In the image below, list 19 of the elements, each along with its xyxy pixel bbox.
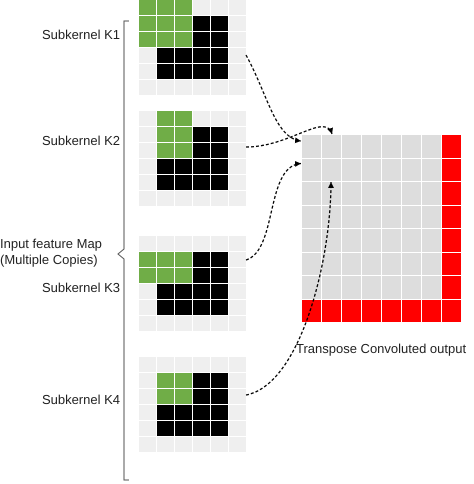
grid-caption: Subkernel K2 <box>42 133 120 148</box>
arrow <box>246 126 333 148</box>
arrow <box>246 162 302 261</box>
bracket-label: Input feature Map (Multiple Copies) <box>0 236 103 268</box>
input-grid <box>139 236 246 331</box>
grid-caption: Subkernel K3 <box>42 280 120 295</box>
input-grid <box>139 111 246 206</box>
grid-caption: Transpose Convoluted output <box>296 341 466 356</box>
grid-caption: Subkernel K1 <box>42 27 120 42</box>
arrow <box>246 182 334 396</box>
input-grid <box>139 0 246 95</box>
grid-cell <box>322 158 341 181</box>
grid-cell <box>302 158 321 181</box>
arrow <box>245 54 302 142</box>
grid-caption: Subkernel K4 <box>42 392 120 407</box>
grid-cell <box>322 135 341 158</box>
input-grid <box>139 357 246 452</box>
output-grid <box>302 135 461 322</box>
grid-cell <box>302 135 321 158</box>
